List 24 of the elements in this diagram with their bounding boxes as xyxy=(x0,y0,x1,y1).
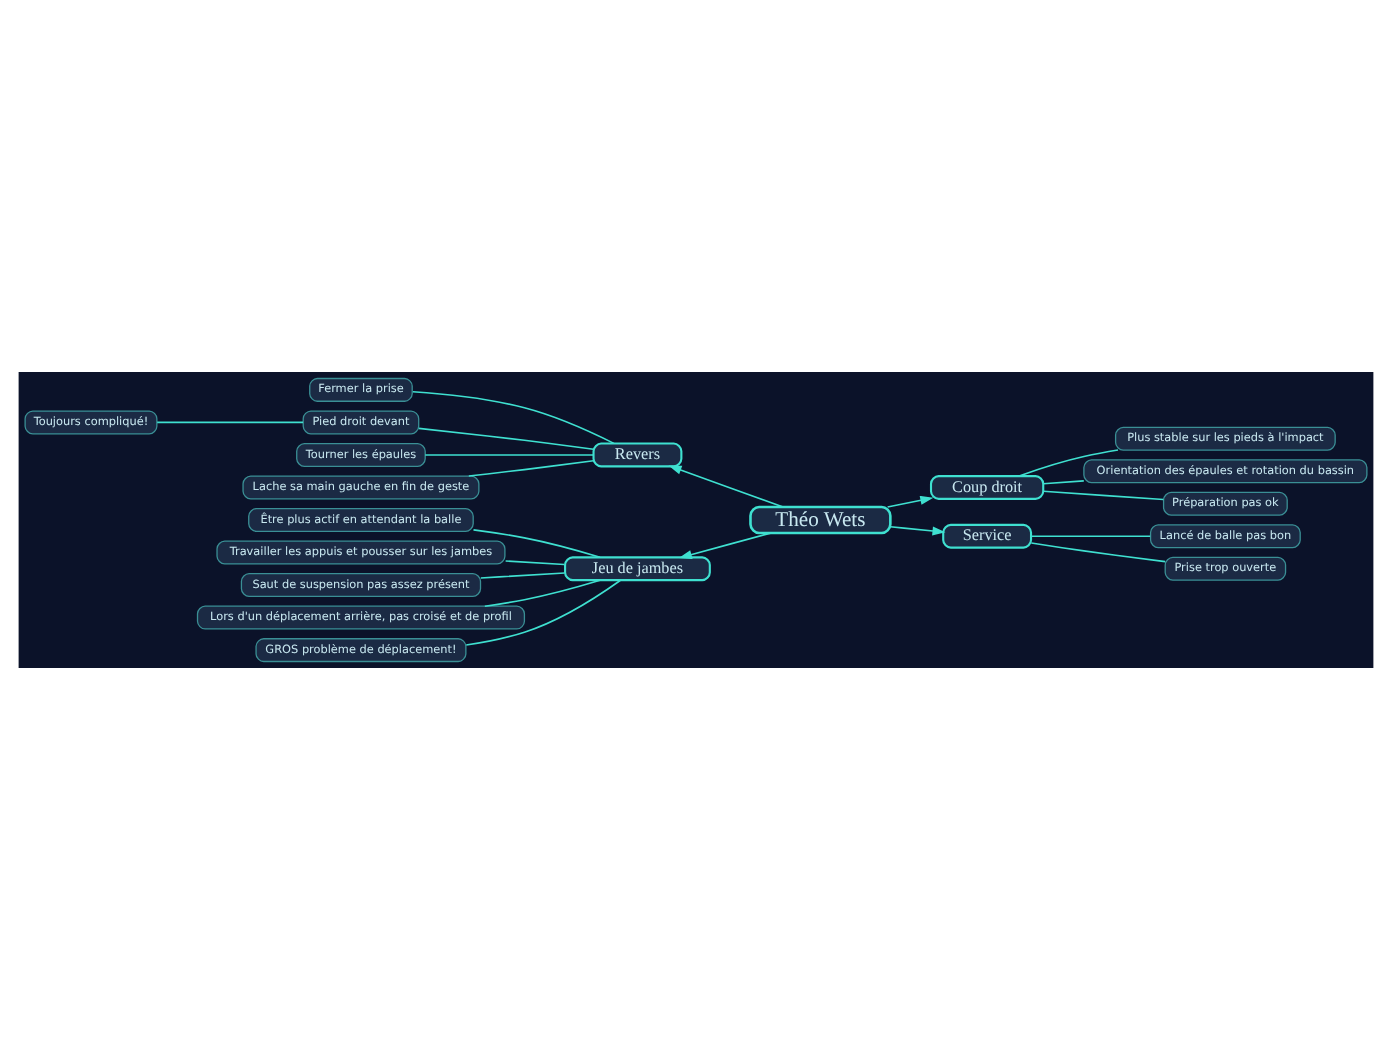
arrow xyxy=(678,532,772,559)
connector xyxy=(1018,449,1119,477)
connector xyxy=(424,454,595,456)
connector xyxy=(480,572,566,579)
node-box: Service xyxy=(942,523,1033,549)
connector xyxy=(1042,490,1165,501)
connector xyxy=(1030,535,1151,538)
arrow xyxy=(668,465,784,508)
arrow xyxy=(889,526,946,536)
node-box: Coup droit xyxy=(929,475,1045,500)
connector xyxy=(468,459,595,477)
node-box: Théo Wets xyxy=(749,505,892,535)
connector xyxy=(156,421,304,424)
node-box: Revers xyxy=(592,442,683,468)
arrow xyxy=(886,495,934,508)
connector xyxy=(465,579,621,646)
node-box: Jeu de jambes xyxy=(564,556,711,582)
connector xyxy=(504,560,566,566)
connector xyxy=(412,390,615,445)
connector xyxy=(1030,542,1166,563)
connector xyxy=(1042,480,1085,485)
connector xyxy=(418,427,595,450)
connector xyxy=(472,529,601,559)
connector xyxy=(484,579,601,607)
